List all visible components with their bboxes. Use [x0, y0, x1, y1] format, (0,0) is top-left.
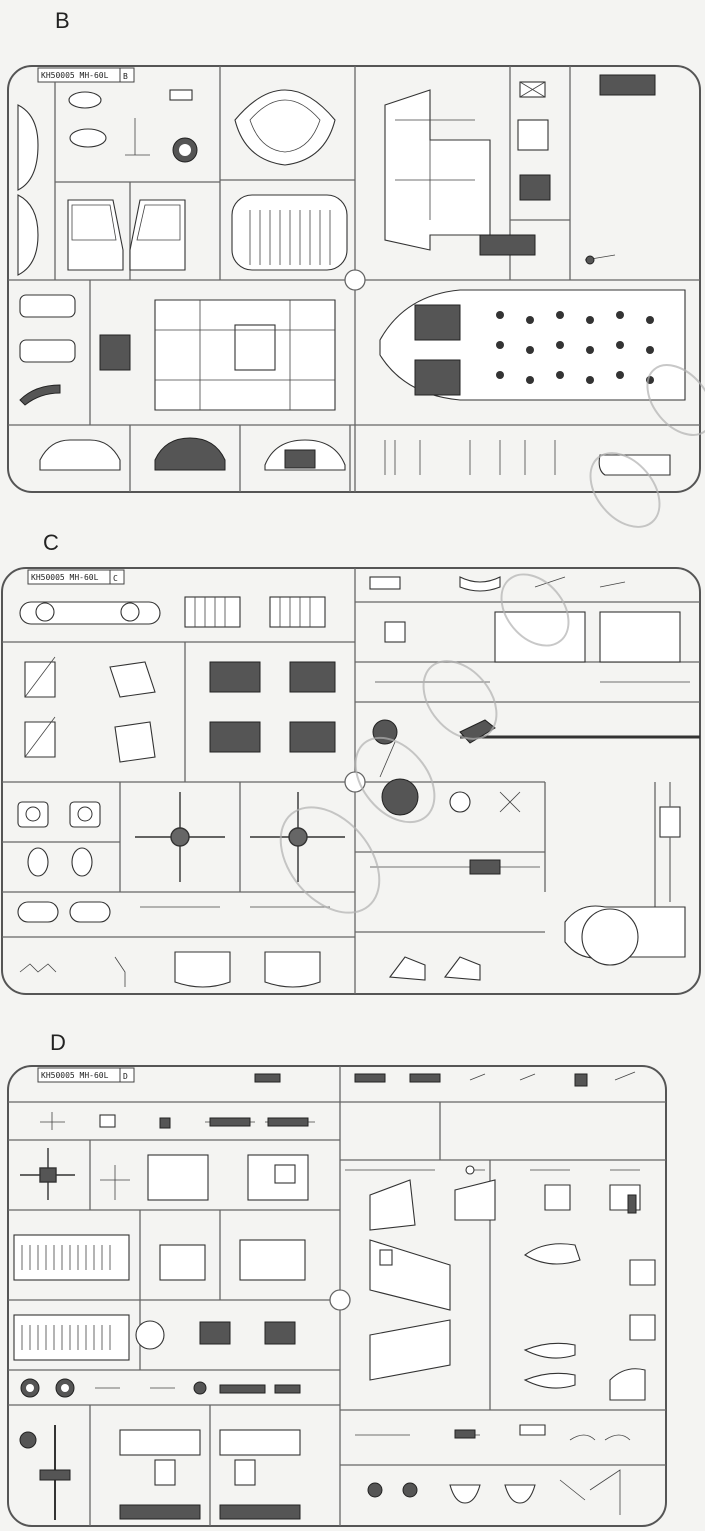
sprue-c-tag: C — [113, 574, 118, 583]
sprue-d-diagram: KH50005 MH-60L D — [7, 1065, 667, 1527]
sprue-c-letter: C — [43, 530, 59, 555]
sprue-b-diagram: KH50005 MH-60L B — [7, 65, 701, 493]
sprue-b-code: KH50005 MH-60L — [41, 71, 109, 80]
sprue-d-tag: D — [123, 1072, 128, 1081]
sprue-b-letter: B — [55, 8, 70, 33]
sprue-b-tag: B — [123, 72, 128, 81]
sprue-c-diagram: KH50005 MH-60L C — [1, 567, 701, 995]
sprue-d-code: KH50005 MH-60L — [41, 1071, 109, 1080]
sprue-d-letter: D — [50, 1030, 66, 1055]
sprue-c-code: KH50005 MH-60L — [31, 573, 99, 582]
